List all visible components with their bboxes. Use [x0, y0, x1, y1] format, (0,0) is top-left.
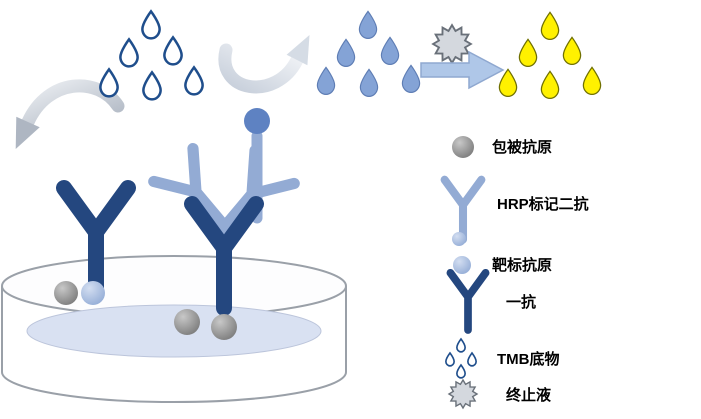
- legend-label-hrp-secondary-antibody: HRP标记二抗: [497, 196, 589, 213]
- curved-arrow-left: [15, 79, 125, 149]
- legend-label-stop-solution: 终止液: [506, 387, 552, 404]
- hrp-secondary-antibody-wings: [154, 130, 294, 247]
- legend-label-tmb-substrate: TMB底物: [497, 351, 560, 368]
- legend-label-primary-antibody: 一抗: [506, 294, 537, 311]
- legend-coated-antigen-icon: [452, 136, 474, 158]
- coated-antigen-ball: [211, 314, 237, 340]
- stop-solution-burst: [432, 24, 472, 64]
- hrp-enzyme-ball: [244, 108, 270, 134]
- tmb-substrate-drops: [99, 10, 204, 101]
- assay-well: [1, 255, 347, 403]
- legend-tmb-substrate-icon: [445, 338, 477, 379]
- product-drops-yellow: [498, 11, 602, 100]
- substrate-drops-blue: [316, 10, 421, 97]
- legend-label-target-antigen: 靶标抗原: [492, 257, 553, 274]
- target-antigen-ball: [81, 281, 105, 305]
- curved-arrow-top: [218, 35, 310, 94]
- legend-hrp-enzyme-ball-icon: [452, 232, 466, 246]
- reaction-arrow: [420, 50, 505, 90]
- legend-hrp-secondary-antibody-icon: [445, 180, 482, 240]
- legend-label-coated-antigen: 包被抗原: [492, 139, 553, 156]
- legend-target-antigen-icon: [453, 256, 471, 274]
- legend-primary-antibody-icon: [450, 273, 485, 330]
- legend-stop-solution-icon: [448, 379, 478, 409]
- coated-antigen-ball: [174, 309, 200, 335]
- well-liquid: [26, 304, 322, 358]
- legend-icons: [445, 136, 486, 409]
- immune-complex: [154, 108, 294, 340]
- coated-antigen-ball: [54, 281, 78, 305]
